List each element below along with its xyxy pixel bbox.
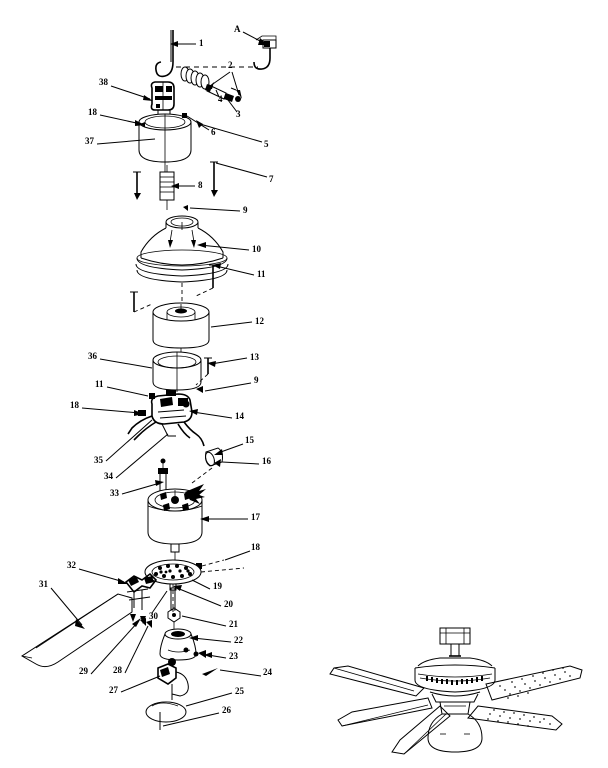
callout-label-30: 30 [149, 611, 158, 621]
part-38-hanger-bracket [150, 81, 175, 118]
callout-label-31: 31 [39, 579, 48, 589]
callout-label-12: 12 [255, 316, 264, 326]
part-7-long-screw-left [133, 171, 141, 200]
callout-label-3: 3 [236, 109, 241, 119]
callout-label-16: 16 [262, 456, 271, 466]
part-12-switch-housing [152, 302, 210, 358]
callout-label-5: 5 [264, 139, 269, 149]
callout-label-10: 10 [252, 244, 261, 254]
callout-label-18a: 18 [88, 107, 97, 117]
callout-label-35: 35 [94, 455, 103, 465]
callout-label-24: 24 [263, 667, 272, 677]
part-36-switch-cup [152, 351, 202, 392]
part-32-blade-bracket [124, 572, 158, 624]
part-13-screw [195, 357, 212, 386]
part-2-3-4-spring-pin-assembly [180, 66, 241, 102]
part-16-leader-dash [191, 467, 213, 484]
part-27-socket-assembly [157, 658, 189, 700]
callout-label-26: 26 [222, 705, 231, 715]
callout-label-38: 38 [99, 77, 108, 87]
part-16-screw [214, 459, 221, 467]
flywheel-leader-dash [200, 567, 245, 573]
callout-label-18c: 18 [251, 542, 260, 552]
callout-label-29: 29 [79, 666, 88, 676]
part-28-screw [146, 620, 152, 628]
callout-label-21: 21 [229, 619, 238, 629]
part-23-screws [193, 650, 206, 658]
part-7-long-screw-right [210, 161, 218, 197]
leader-lines [50, 31, 268, 727]
callout-label-7: 7 [269, 174, 274, 184]
callout-label-4: 4 [218, 94, 223, 104]
callout-label-13: 13 [250, 352, 259, 362]
callout-label-9b: 9 [254, 375, 259, 385]
callout-label-14: 14 [235, 411, 244, 421]
part-1-downrod-hook [155, 30, 174, 78]
callout-label-17: 17 [251, 512, 260, 522]
part-25-glass-shade [145, 701, 187, 730]
part-31-fan-blade [21, 593, 133, 668]
part-A-ceiling-hook [253, 35, 277, 70]
callout-label-34: 34 [104, 471, 113, 481]
callout-label-8: 8 [198, 180, 203, 190]
callout-label-18b: 18 [70, 400, 79, 410]
callout-label-19: 19 [213, 581, 222, 591]
callout-label-37: 37 [85, 136, 94, 146]
callout-label-2: 2 [228, 60, 233, 70]
part-29-screw [140, 618, 146, 626]
callout-label-36: 36 [88, 351, 97, 361]
part-22-light-fitter [159, 628, 197, 661]
part-11-screw-left [130, 291, 153, 313]
callout-label-23: 23 [229, 651, 238, 661]
part-14-34-35-mounting-bracket [127, 390, 205, 447]
callout-label-9a: 9 [243, 205, 248, 215]
callout-label-32: 32 [67, 560, 76, 570]
part-9-screw-a [183, 205, 188, 211]
part-6-screw [182, 113, 187, 118]
callout-label-11a: 11 [257, 269, 266, 279]
part-18-leader-dash [201, 559, 225, 567]
callout-label-22: 22 [234, 635, 243, 645]
callout-label-11b: 11 [95, 379, 104, 389]
part-9-screw-b [196, 386, 203, 393]
callout-label-1: 1 [199, 38, 204, 48]
part-10-motor-housing-cover [135, 215, 229, 283]
callout-label-20: 20 [224, 599, 233, 609]
assembled-fan-illustration [329, 627, 583, 755]
part-21-nut [167, 607, 181, 630]
part-37-canopy [138, 113, 192, 172]
callout-label-6: 6 [211, 127, 216, 137]
callout-label-28: 28 [113, 665, 122, 675]
callout-label-A: A [234, 24, 241, 34]
callout-label-27: 27 [109, 685, 118, 695]
part-17-motor [147, 484, 206, 560]
part-8-coupler [159, 165, 175, 210]
callout-label-33: 33 [110, 488, 119, 498]
callout-label-25: 25 [235, 686, 244, 696]
part-24-marker [202, 668, 218, 682]
callout-label-15: 15 [245, 435, 254, 445]
